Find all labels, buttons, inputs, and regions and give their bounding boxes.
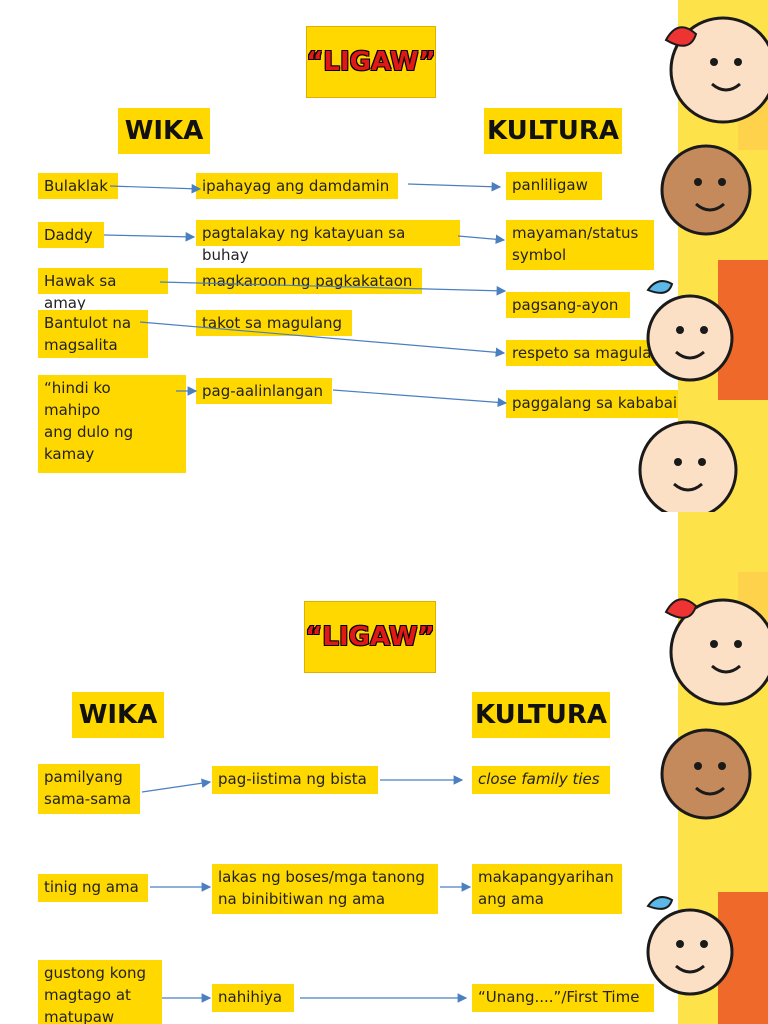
meaning-term: lakas ng boses/mga tanong na binibitiwan… xyxy=(212,864,438,914)
kultura-term: pagsang-ayon xyxy=(506,292,630,318)
kultura-header: KULTURA xyxy=(472,692,610,738)
meaning-term: ipahayag ang damdamin xyxy=(196,173,398,199)
slide-2: “LIGAW” WIKA KULTURA pamilyang sama-sama… xyxy=(0,512,768,1024)
meaning-term: pag-aalinlangan xyxy=(196,378,332,404)
meaning-term: nahihiya xyxy=(212,984,294,1012)
meaning-term: pagtalakay ng katayuan sa buhay xyxy=(196,220,460,264)
kultura-header: KULTURA xyxy=(484,108,622,154)
meaning-term: takot sa magulang xyxy=(196,310,352,336)
kultura-term: mayaman/status symbol xyxy=(506,220,654,270)
wika-header: WIKA xyxy=(72,692,164,738)
wika-term: tinig ng ama xyxy=(38,874,148,902)
slide-1: “LIGAW” WIKA KULTURA Bulaklak Daddy Hawa… xyxy=(38,0,768,512)
meaning-term: pag-iistima ng bista xyxy=(212,766,378,794)
cartoon-kids-illustration xyxy=(638,0,768,512)
wika-term: pamilyang sama-sama xyxy=(38,764,140,814)
wika-term: Bantulot na magsalita xyxy=(38,310,148,358)
wika-term: “hindi ko mahipo ang dulo ng kamay xyxy=(38,375,186,473)
kultura-term: close family ties xyxy=(472,766,610,794)
kultura-term: panliligaw xyxy=(506,172,602,200)
wika-term: Hawak sa amay xyxy=(38,268,168,312)
wika-term: Daddy xyxy=(38,222,104,248)
wika-header: WIKA xyxy=(118,108,210,154)
meaning-term: magkaroon ng pagkakataon xyxy=(196,268,422,294)
slide-title: “LIGAW” xyxy=(306,26,436,98)
kultura-term: “Unang....”/First Time xyxy=(472,984,654,1012)
wika-term: gustong kong magtago at matupaw xyxy=(38,960,162,1024)
slide-title: “LIGAW” xyxy=(304,601,436,673)
wika-term: Bulaklak xyxy=(38,173,118,199)
cartoon-kids-illustration xyxy=(646,512,768,1024)
kultura-term: makapangyarihan ang ama xyxy=(472,864,622,914)
